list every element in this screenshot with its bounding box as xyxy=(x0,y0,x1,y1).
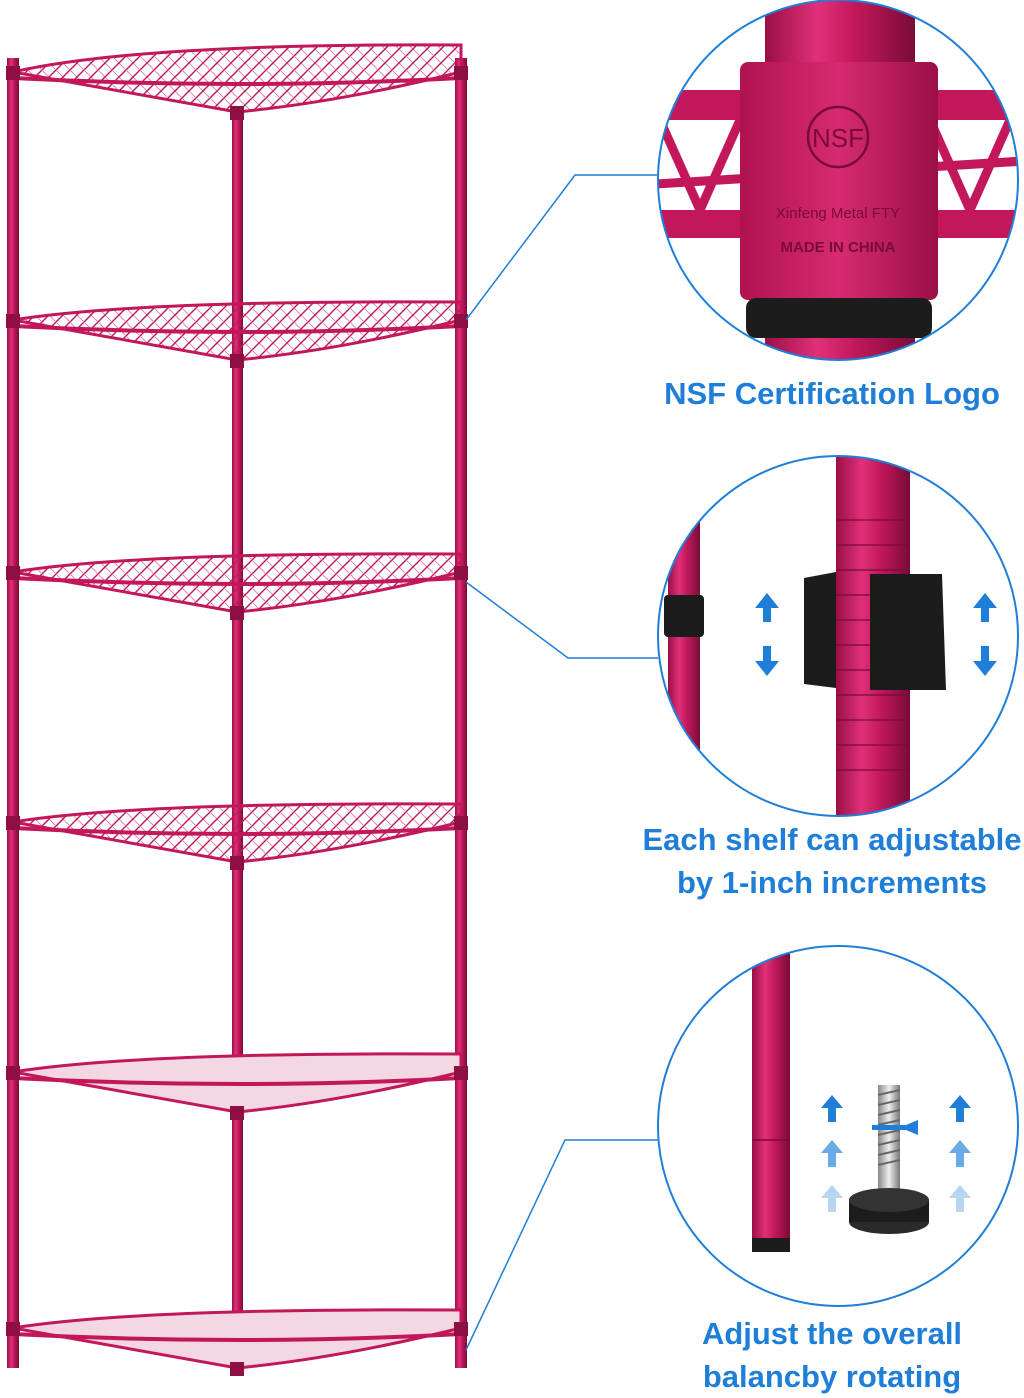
shelf-tier xyxy=(6,802,468,870)
shelf-tier xyxy=(6,300,468,368)
adjustable-shelf-callout xyxy=(657,455,1019,817)
caption-line: NSF Certification Logo xyxy=(664,376,1000,411)
caption-line: Each shelf can adjustable xyxy=(642,822,1022,857)
down-arrow-icon xyxy=(755,646,997,676)
shelf-tier xyxy=(6,43,468,120)
shelf-tier xyxy=(6,1308,468,1376)
maker-text: Xinfeng Metal FTY xyxy=(776,205,900,222)
shelf-tiers xyxy=(6,43,468,1376)
caption-line: Adjust the overall xyxy=(701,1316,963,1351)
adjustable-caption: Each shelf can adjustable by 1-inch incr… xyxy=(640,818,1024,904)
center-post xyxy=(232,118,243,1368)
nsf-logo-callout: NSF Xinfeng Metal FTY MADE IN CHINA xyxy=(657,0,1019,361)
nsf-logo-text: NSF xyxy=(812,123,864,153)
up-arrow-icon xyxy=(821,1095,971,1212)
shelf-tier xyxy=(6,552,468,620)
leader-lines xyxy=(465,174,658,1351)
caption-line: balancby rotating xyxy=(702,1359,962,1394)
up-arrow-icon xyxy=(755,593,997,622)
shelf-tier xyxy=(6,1052,468,1120)
left-post xyxy=(7,58,19,1368)
origin-text: MADE IN CHINA xyxy=(781,239,896,256)
right-post xyxy=(455,58,467,1368)
corner-shelf-unit xyxy=(7,58,467,1368)
caption-line: by 1-inch increments xyxy=(676,865,988,900)
leveling-feet-callout xyxy=(657,945,1019,1307)
leveling-caption: Adjust the overall balancby rotating xyxy=(640,1312,1024,1398)
nsf-caption: NSF Certification Logo xyxy=(640,372,1024,415)
